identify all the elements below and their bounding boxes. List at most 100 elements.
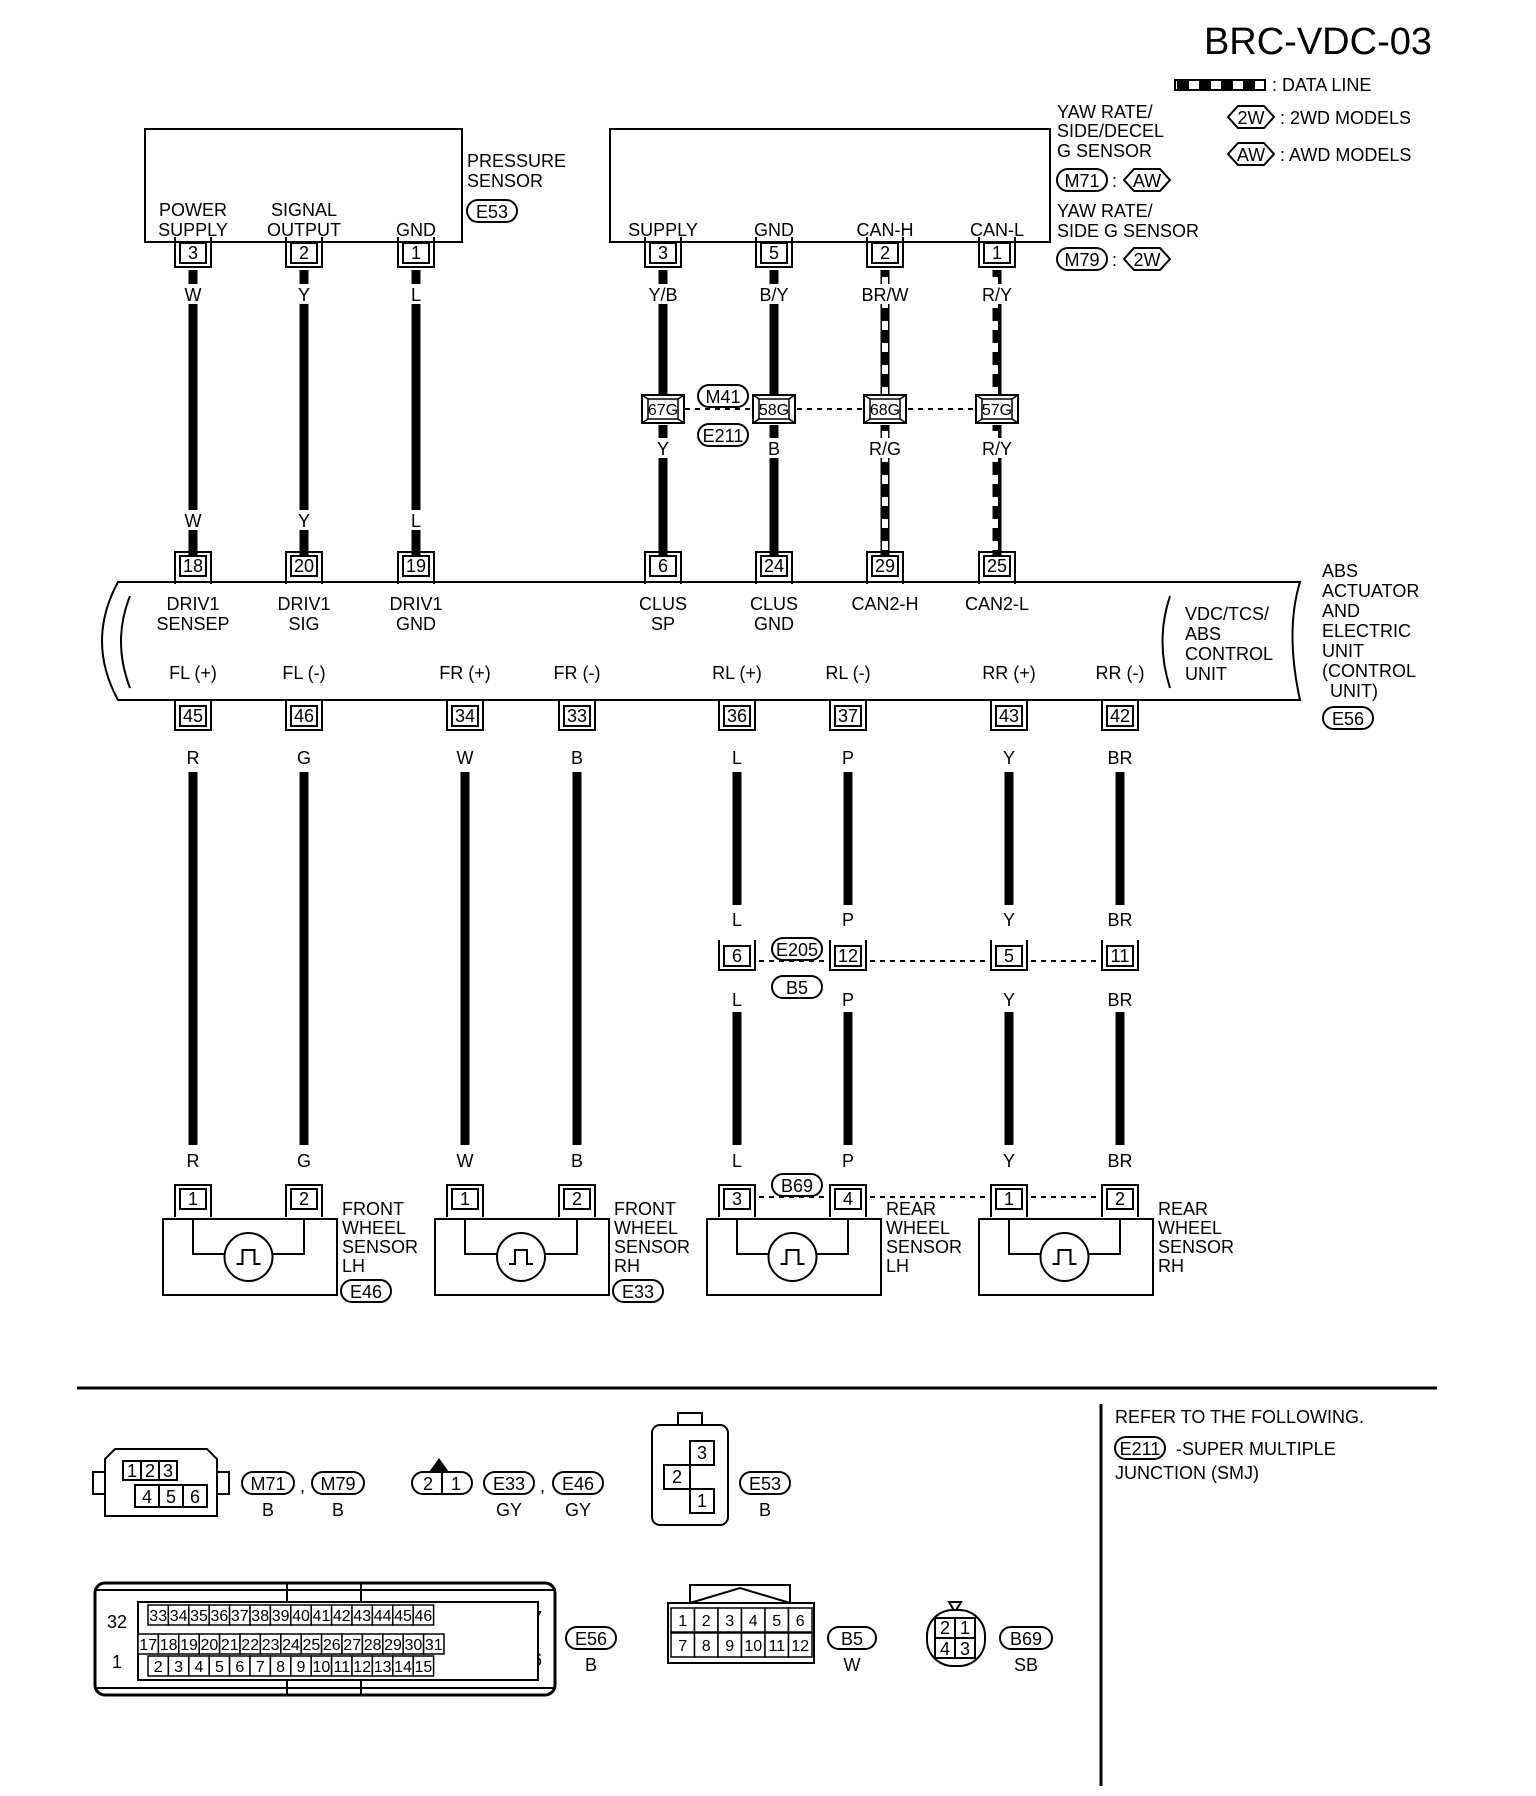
control-unit-outer-6: (CONTROL bbox=[1322, 661, 1416, 681]
wheel-wire-5-lower bbox=[843, 1012, 853, 1145]
yaw-pin-2-connector-num: 2 bbox=[880, 243, 890, 263]
ecu-wheel-6-connector: 43 bbox=[990, 700, 1028, 731]
ecu-wheel-4-connector: 36 bbox=[718, 700, 756, 731]
e56-cell-row1-13 bbox=[412, 1604, 435, 1626]
e56-pin-row2-5: 22 bbox=[241, 1637, 259, 1654]
pressure-wire-0 bbox=[188, 270, 198, 555]
ecu-yaw-pin-1-label2: GND bbox=[754, 614, 794, 634]
wheel-sensor-1-connector: E33 bbox=[622, 1282, 654, 1302]
yaw-pin-3-connector-num: 1 bbox=[992, 243, 1002, 263]
wheel-sensor-3-line2: WHEEL bbox=[1158, 1218, 1222, 1238]
wheel-wire-7-color-top: BR bbox=[1107, 748, 1132, 768]
pressure-wire-0-color-top: W bbox=[185, 285, 202, 305]
junction-tag-b69: B69 bbox=[771, 1173, 823, 1197]
dashed-links bbox=[685, 408, 1098, 1198]
wheel-sensor-pin-7: 2 bbox=[1101, 1184, 1139, 1217]
yaw-pin-3-connector: 1 bbox=[978, 237, 1016, 268]
m71-pin-5: 5 bbox=[166, 1487, 176, 1507]
junction-tag-m41-text: M41 bbox=[705, 387, 740, 407]
wheel-sensor-3-line4: RH bbox=[1158, 1256, 1184, 1276]
wheel-wire-4-color-top: L bbox=[732, 748, 742, 768]
ecu-wheel-1-connector: 46 bbox=[285, 700, 323, 731]
wheel-wire-1 bbox=[299, 772, 309, 1145]
e56-pin-row3-4: 6 bbox=[235, 1659, 244, 1676]
yaw-wire-0-lower bbox=[658, 425, 668, 555]
m71-color2: B bbox=[332, 1500, 344, 1520]
yaw-wire-2-upper bbox=[880, 270, 890, 395]
e56-pin-row1-13: 46 bbox=[415, 1608, 433, 1625]
b69-conn: B69 bbox=[1010, 1629, 1042, 1649]
pressure-pin-0-label2: SUPPLY bbox=[158, 220, 228, 240]
pressure-pin-1-connector-num: 2 bbox=[299, 243, 309, 263]
b69-pin-4: 4 bbox=[940, 1639, 950, 1659]
ecu-wheel-5-connector: 37 bbox=[829, 700, 867, 731]
e56-pin-row3-6: 8 bbox=[276, 1659, 285, 1676]
wheel-sensors: FRONTWHEELSENSORLHE46FRONTWHEELSENSORRHE… bbox=[162, 1199, 1234, 1303]
yaw-name2-line1: YAW RATE/ bbox=[1057, 201, 1153, 221]
connector-view-b69: 2 1 4 3 B69 SB bbox=[926, 1601, 1053, 1675]
wheel-sensor-2-pulse-icon bbox=[767, 1232, 818, 1282]
e56-pin-row1-8: 41 bbox=[313, 1608, 331, 1625]
junction-tag-b5: B5 bbox=[771, 975, 823, 999]
wheel-sensor-pin-7-num: 2 bbox=[1115, 1189, 1125, 1209]
m71-pin-2: 2 bbox=[145, 1461, 155, 1481]
yaw-name2-line2: SIDE G SENSOR bbox=[1057, 221, 1199, 241]
ecu-wheel-4-connector-num: 36 bbox=[727, 706, 747, 726]
ecu-wheel-3-connector-num: 33 bbox=[567, 706, 587, 726]
pressure-wire-1 bbox=[299, 270, 309, 555]
control-unit-connector-tag: E56 bbox=[1322, 706, 1374, 730]
e56-conn: E56 bbox=[575, 1629, 607, 1649]
yaw-wire-1-color-top: B/Y bbox=[759, 285, 788, 305]
e56-pin-row1-11: 44 bbox=[374, 1608, 392, 1625]
wheel-sensor-pin-1: 2 bbox=[285, 1184, 323, 1217]
ecu-yaw-pin-1-connector: 24 bbox=[755, 551, 793, 584]
yaw-wire-3-lower bbox=[992, 425, 1002, 555]
yaw-pin-1-connector: 5 bbox=[755, 237, 793, 268]
control-unit-inner-3: CONTROL bbox=[1185, 644, 1273, 664]
ecu-pin-0-label2: SENSEP bbox=[156, 614, 229, 634]
yaw-junction-2-num: 68G bbox=[870, 402, 900, 419]
yaw-wire-2-color-top: BR/W bbox=[862, 285, 909, 305]
m71-pin-3: 3 bbox=[163, 1461, 173, 1481]
wheel-wire-4-mid-color-top: L bbox=[732, 910, 742, 930]
yaw-wire-3-color-top: R/Y bbox=[982, 285, 1012, 305]
b5-pin-row1-4: 5 bbox=[772, 1613, 781, 1630]
wheel-wire-4-mid-color-bot: L bbox=[732, 990, 742, 1010]
e56-pin-row1-6: 39 bbox=[272, 1608, 290, 1625]
wheel-wire-6-color-top: Y bbox=[1003, 748, 1015, 768]
wheel-wire-7-color-bot: BR bbox=[1107, 1151, 1132, 1171]
yaw-wire-2-lower bbox=[880, 425, 890, 555]
e56-pin-row2-6: 23 bbox=[262, 1637, 280, 1654]
wheel-wire-4-lower bbox=[732, 1012, 742, 1145]
wheel-wire-0-color-top: R bbox=[187, 748, 200, 768]
pressure-wire-0-color-bot: W bbox=[185, 511, 202, 531]
ecu-wheel-1-connector-num: 46 bbox=[294, 706, 314, 726]
wheel-sensor-pin-0: 1 bbox=[174, 1184, 212, 1217]
wheel-sensor-pin-3: 2 bbox=[558, 1184, 596, 1217]
pressure-sensor-connector-tag: E53 bbox=[466, 199, 518, 223]
ecu-wheel-0-label: FL (+) bbox=[169, 663, 217, 683]
e56-pin-row2-11: 28 bbox=[364, 1637, 382, 1654]
e56-pin-row1-9: 42 bbox=[333, 1608, 351, 1625]
legend-data-line: : DATA LINE bbox=[1272, 75, 1371, 95]
e56-cell-row3-13 bbox=[412, 1655, 435, 1677]
yaw-wire-0-color-top: Y/B bbox=[648, 285, 677, 305]
wheel-wire-3 bbox=[572, 772, 582, 1145]
ecu-wheel-6-label: RR (+) bbox=[982, 663, 1036, 683]
e56-pin-row3-0: 2 bbox=[154, 1659, 163, 1676]
e56-pin-row2-14: 31 bbox=[425, 1637, 443, 1654]
yaw-pin-2-label: CAN-H bbox=[857, 220, 914, 240]
refer-conn: E211 bbox=[1120, 1439, 1161, 1459]
pressure-pin-1-connector: 2 bbox=[285, 237, 323, 268]
e56-left-bottom: 1 bbox=[112, 1652, 122, 1672]
e56-pin-row1-7: 40 bbox=[292, 1608, 310, 1625]
wheel-wire-7-mid-color-bot: BR bbox=[1107, 990, 1132, 1010]
pressure-pin-0-connector-num: 3 bbox=[188, 243, 198, 263]
wheel-wire-5-color-bot: P bbox=[842, 1151, 854, 1171]
ecu-yaw-pin-2-label1: CAN2-H bbox=[851, 594, 918, 614]
ecu-wheel-1-label: FL (-) bbox=[282, 663, 325, 683]
ecu-yaw-pin-3-label1: CAN2-L bbox=[965, 594, 1029, 614]
